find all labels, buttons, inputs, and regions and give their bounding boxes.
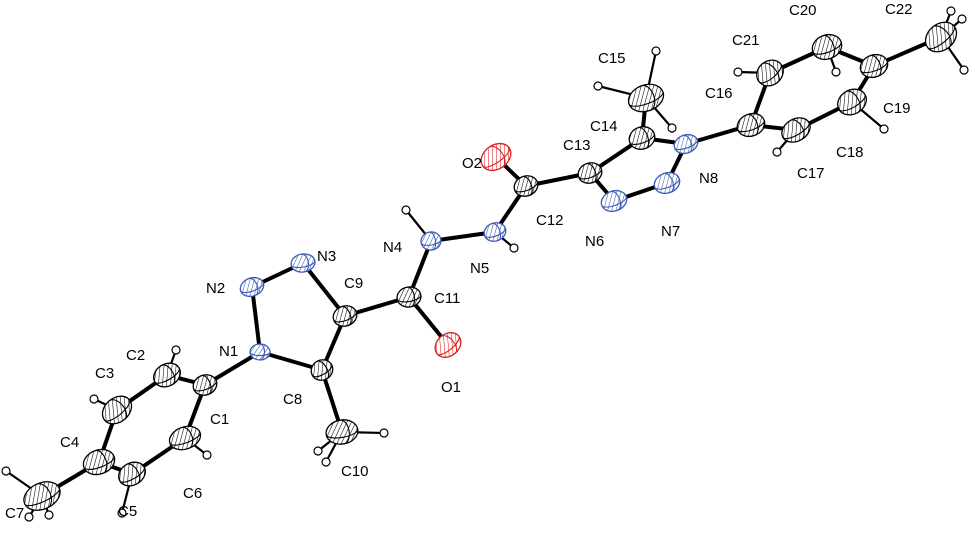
hydrogen-atom-c22-19 — [946, 6, 956, 16]
atom-label-c2: C2 — [126, 347, 145, 364]
atom-c7 — [23, 481, 61, 511]
atom-c3 — [101, 395, 133, 425]
hydrogen-atom-c22-20 — [959, 65, 969, 75]
atom-label-c7: C7 — [5, 505, 24, 522]
atom-c4 — [82, 448, 116, 476]
atom-c21 — [756, 59, 784, 87]
atom-c22 — [924, 21, 958, 53]
atom-c17 — [781, 117, 811, 143]
atom-n5 — [483, 222, 507, 242]
hydrogen-atom-c2-0 — [171, 345, 181, 355]
atoms — [23, 21, 958, 511]
atom-c20 — [811, 33, 843, 61]
atom-c2 — [153, 362, 181, 388]
atom-c1 — [192, 374, 218, 396]
hydrogen-atom-c18-16 — [879, 124, 889, 134]
atom-label-o2: O2 — [462, 155, 482, 172]
atom-c13 — [577, 162, 603, 184]
hydrogen-atom-c21-18 — [733, 67, 743, 77]
hydrogen-atom-c17-15 — [772, 147, 782, 157]
hydrogen-atom-c20-17 — [831, 67, 841, 77]
atom-label-c19: C19 — [883, 100, 911, 117]
atom-label-c11: C11 — [434, 290, 460, 307]
atom-c15 — [627, 83, 665, 113]
atom-label-c14: C14 — [590, 118, 618, 135]
hydrogen-atom-n4-10 — [401, 205, 411, 215]
atom-label-n5: N5 — [470, 260, 489, 277]
atom-n2 — [239, 276, 265, 298]
bond-n1-n2 — [250, 285, 262, 354]
atom-c12 — [513, 175, 539, 197]
atom-label-c16: C16 — [705, 85, 733, 102]
hydrogen-atoms — [1, 6, 969, 522]
atom-label-c5: C5 — [118, 503, 137, 520]
atom-label-n6: N6 — [585, 233, 604, 250]
atom-c9 — [332, 305, 358, 327]
atom-c10 — [325, 419, 359, 445]
hydrogen-atom-c10-7 — [379, 428, 389, 438]
atom-c11 — [396, 286, 422, 308]
atom-label-c8: C8 — [283, 391, 302, 408]
hydrogen-atom-c7-5 — [24, 512, 34, 522]
hydrogen-atom-c6-2 — [202, 450, 212, 460]
atom-c5 — [118, 461, 146, 487]
atom-label-c20: C20 — [789, 2, 817, 19]
atom-label-c6: C6 — [183, 485, 202, 502]
hydrogen-atom-c7-6 — [44, 510, 54, 520]
atom-c18 — [837, 88, 867, 116]
hydrogen-atom-c22-21 — [957, 14, 967, 24]
atom-label-n8: N8 — [699, 170, 718, 187]
atom-c16 — [736, 112, 766, 138]
atom-c8 — [310, 359, 334, 381]
atom-n4 — [420, 231, 442, 251]
atom-c14 — [628, 126, 656, 150]
atom-n1 — [249, 343, 271, 361]
atom-label-c18: C18 — [836, 144, 864, 161]
atom-label-c12: C12 — [536, 212, 564, 229]
hydrogen-atom-c10-9 — [321, 457, 331, 467]
atom-o2 — [480, 142, 512, 172]
atom-c19 — [859, 53, 889, 79]
atom-n8 — [673, 133, 699, 155]
hydrogen-atom-c5-3 — [117, 508, 127, 518]
atom-label-c15: C15 — [598, 50, 626, 67]
atom-c6 — [168, 425, 202, 451]
atom-label-c10: C10 — [341, 463, 369, 480]
atom-label-c1: C1 — [210, 411, 229, 428]
atom-label-n3: N3 — [317, 248, 336, 265]
hydrogen-atom-c15-13 — [593, 81, 603, 91]
atom-label-n2: N2 — [206, 280, 225, 297]
hydrogen-atom-c15-14 — [667, 123, 677, 133]
atom-n3 — [290, 253, 316, 273]
atom-label-c4: C4 — [60, 434, 79, 451]
atom-label-n7: N7 — [661, 223, 680, 240]
atom-label-o1: O1 — [441, 379, 461, 396]
bonds — [40, 35, 943, 498]
atom-n6 — [600, 189, 628, 213]
bond-n3-c9 — [301, 261, 347, 318]
atom-label-c21: C21 — [732, 32, 760, 49]
hydrogen-atom-c3-1 — [89, 394, 99, 404]
atom-o1 — [434, 332, 462, 358]
atom-label-c13: C13 — [563, 137, 591, 154]
hydrogen-atom-c10-8 — [313, 446, 323, 456]
atom-label-n1: N1 — [219, 343, 238, 360]
hydrogen-atom-c15-12 — [651, 46, 661, 56]
atom-label-c17: C17 — [797, 165, 825, 182]
atom-label-c22: C22 — [885, 1, 913, 18]
atom-label-n4: N4 — [383, 239, 402, 256]
hydrogen-atom-n5-11 — [509, 243, 519, 253]
atom-label-c9: C9 — [344, 275, 363, 292]
atom-n7 — [653, 171, 681, 195]
hydrogen-atom-c7-4 — [1, 466, 11, 476]
atom-label-c3: C3 — [95, 365, 114, 382]
